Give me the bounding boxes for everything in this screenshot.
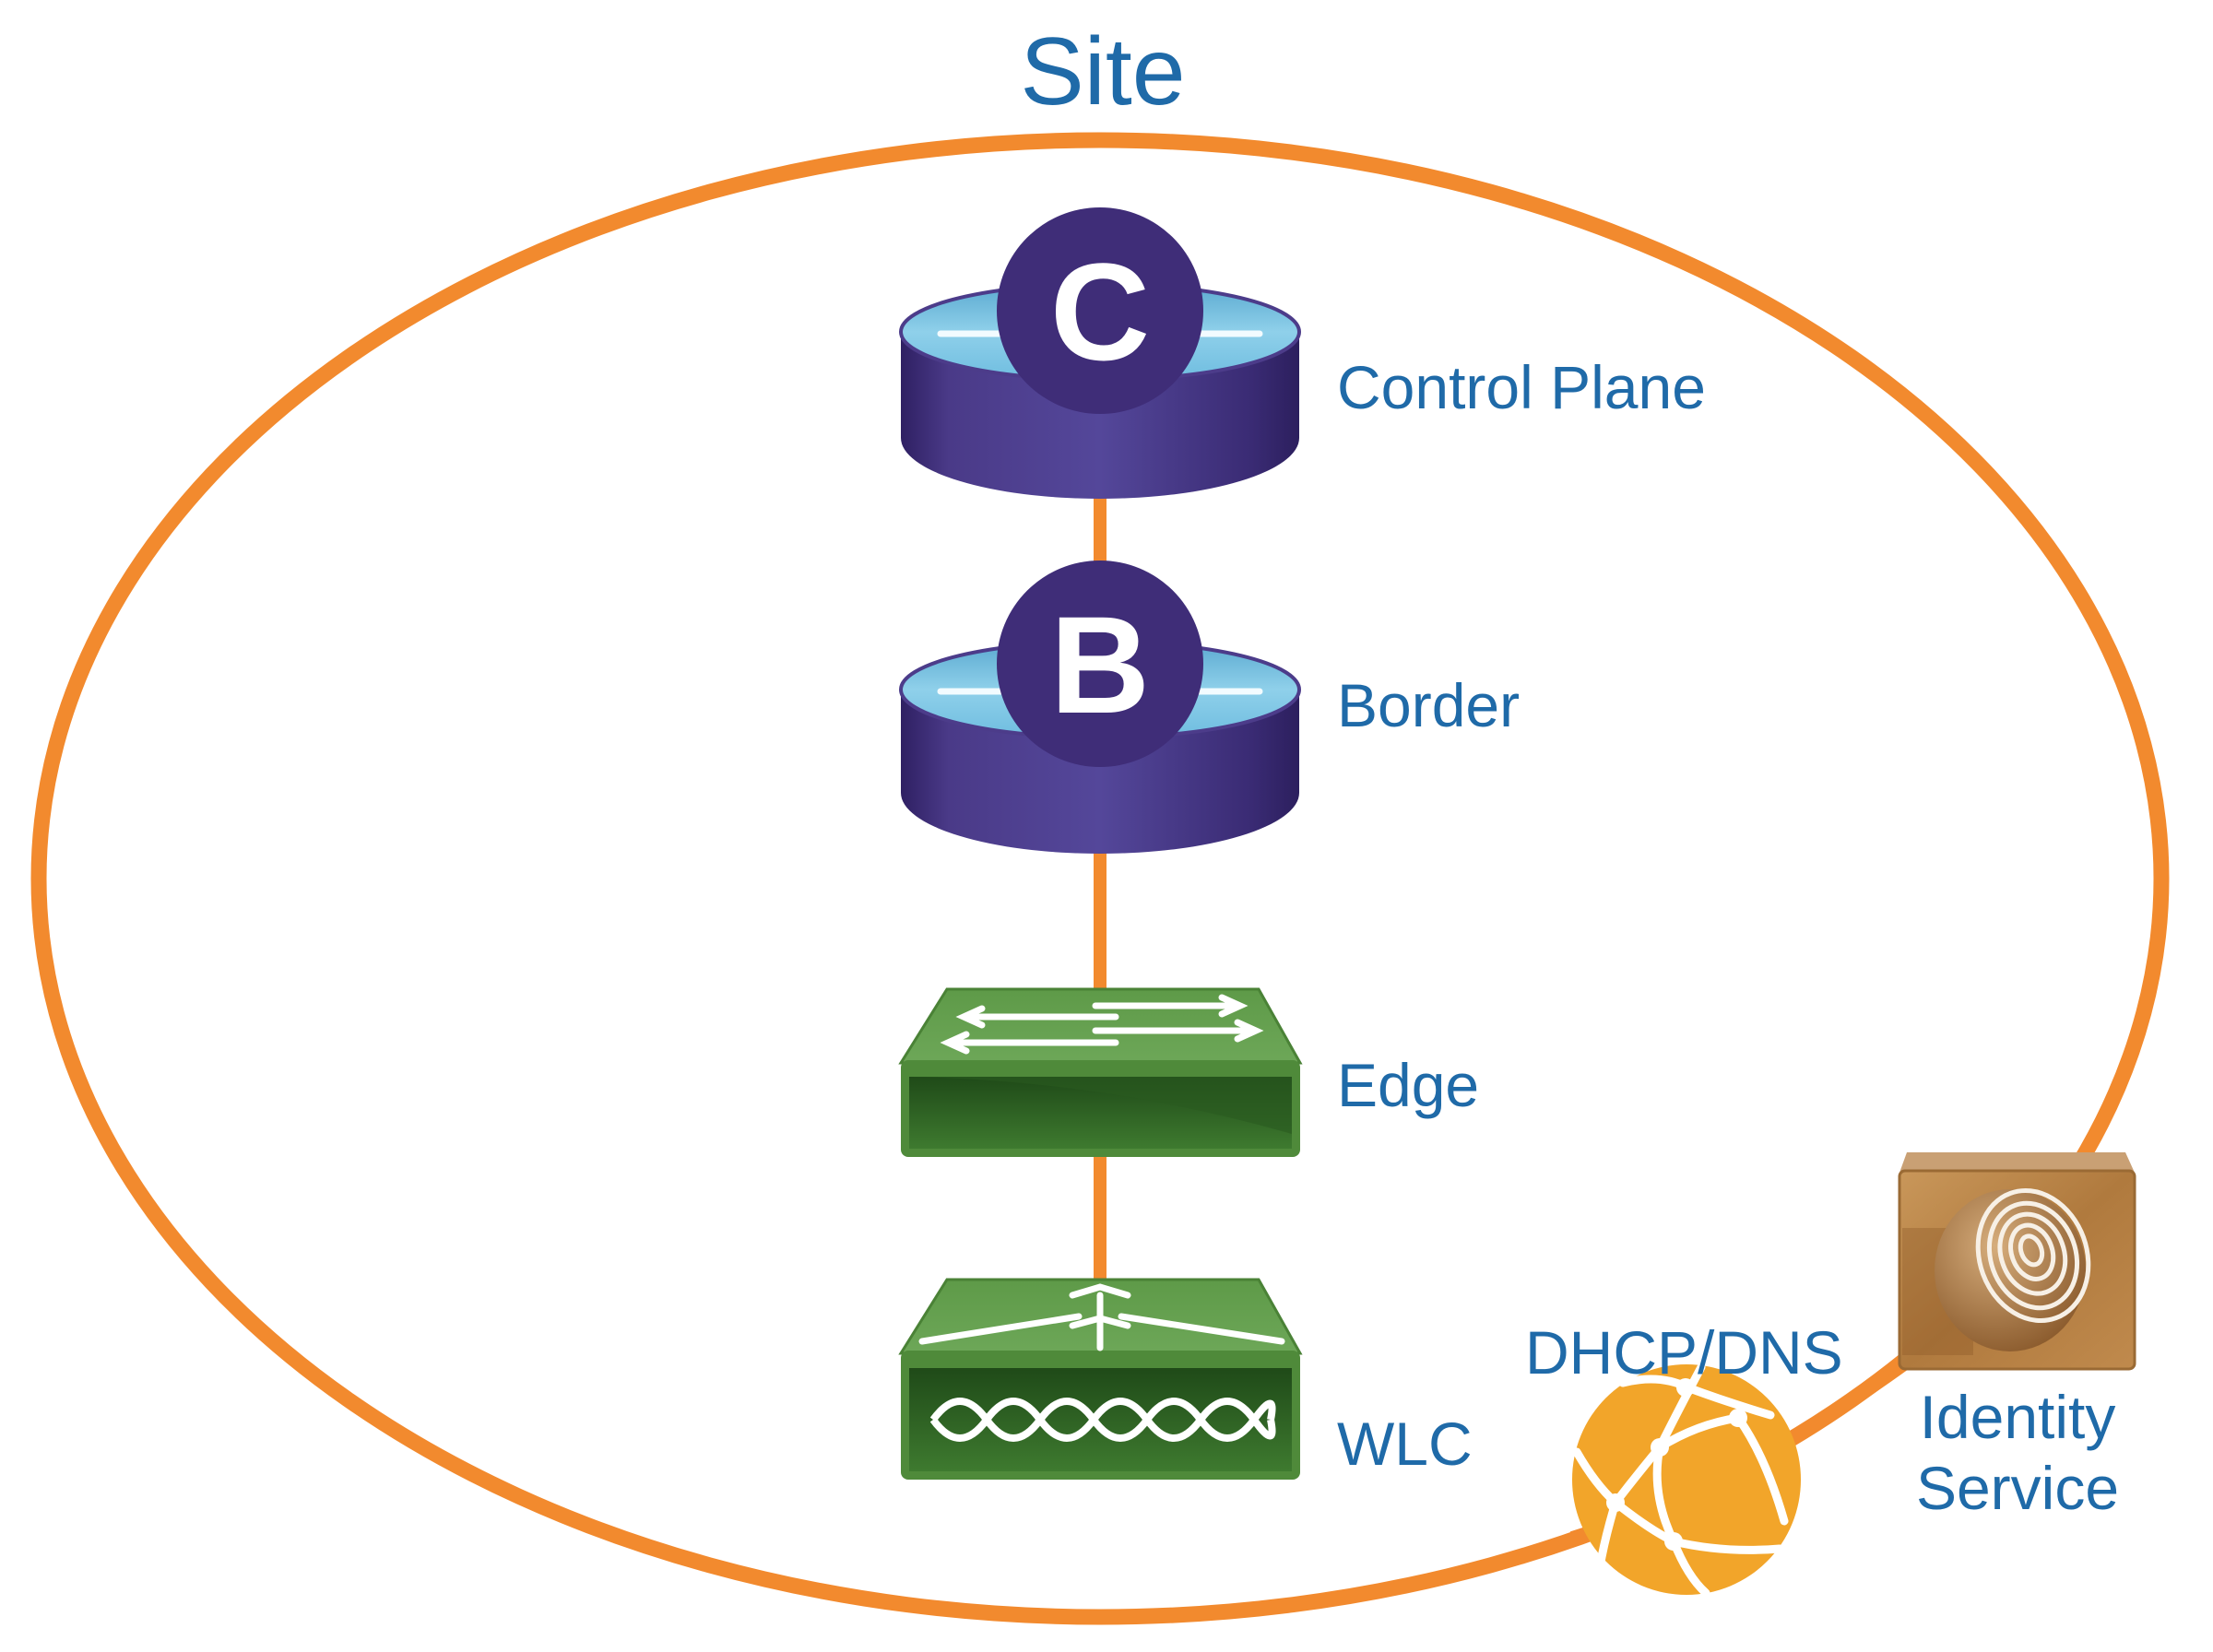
wlc-label: WLC — [1337, 1410, 1473, 1478]
dhcp-dns-node[interactable]: DHCP/DNS — [1525, 1318, 1843, 1598]
control-plane-node[interactable]: C Control Plane — [899, 207, 1706, 499]
wlc-icon — [898, 1278, 1303, 1480]
links — [1094, 498, 1909, 1544]
control-plane-badge — [997, 207, 1203, 414]
site-boundary — [30, 132, 2170, 1625]
border-badge — [997, 560, 1203, 767]
router-icon: C — [899, 207, 1301, 499]
edge-label: Edge — [1337, 1051, 1479, 1119]
switch-icon — [898, 987, 1303, 1157]
identity-label-line2: Service — [1916, 1454, 2119, 1522]
identity-label-line1: Identity — [1920, 1383, 2116, 1451]
identity-service-node[interactable]: Identity Service — [1898, 1152, 2136, 1522]
site-title: Site — [1020, 18, 1185, 125]
border-label: Border — [1337, 671, 1520, 739]
fingerprint-icon — [1975, 1187, 2091, 1324]
wlc-node[interactable]: WLC — [898, 1278, 1473, 1480]
link-dhcp-identity — [1781, 1359, 1909, 1449]
wireless-wave-icon — [929, 1398, 1276, 1442]
edge-node[interactable]: Edge — [898, 987, 1479, 1157]
dhcp-dns-label: DHCP/DNS — [1525, 1318, 1843, 1386]
globe-icon — [1572, 1363, 1801, 1598]
arrows-icon — [940, 994, 1264, 1055]
border-node[interactable]: B Border — [899, 560, 1520, 854]
router-icon: B — [899, 560, 1301, 854]
control-plane-badge-letter: C — [1050, 234, 1150, 389]
identity-server-icon — [1898, 1152, 2136, 1371]
control-plane-label: Control Plane — [1337, 353, 1706, 421]
border-badge-letter: B — [1050, 587, 1150, 742]
